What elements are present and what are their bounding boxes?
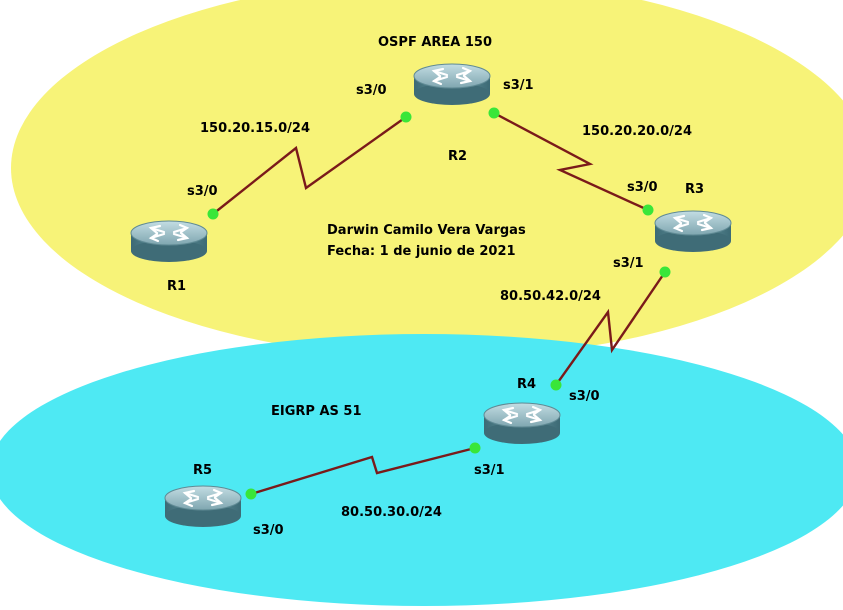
eigrp-area [0, 334, 843, 606]
author-name: Darwin Camilo Vera Vargas [327, 223, 526, 238]
router-r2[interactable] [412, 62, 492, 107]
interface-r4-s3-1: s3/1 [474, 463, 505, 478]
network-r1-r2: 150.20.15.0/24 [200, 121, 310, 136]
router-icon [129, 219, 209, 264]
port-r2-s3-0[interactable] [400, 111, 412, 123]
router-r4-label: R4 [517, 377, 536, 392]
ospf-area [11, 0, 843, 358]
ospf-area-region [11, 0, 843, 358]
router-r5-label: R5 [193, 463, 212, 478]
router-r1[interactable] [129, 219, 209, 264]
port-r4-s3-1[interactable] [469, 442, 481, 454]
interface-r1-s3-0: s3/0 [187, 184, 218, 199]
link-r4-r5[interactable] [250, 446, 476, 496]
router-icon [482, 401, 562, 446]
link-r3-r4[interactable] [555, 271, 666, 386]
router-r3-label: R3 [685, 182, 704, 197]
interface-r2-s3-0: s3/0 [356, 83, 387, 98]
port-r2-s3-1[interactable] [488, 107, 500, 119]
network-r4-r5: 80.50.30.0/24 [341, 505, 442, 520]
ospf-area-label: OSPF AREA 150 [378, 35, 492, 50]
router-r1-label: R1 [167, 279, 186, 294]
router-r5[interactable] [163, 484, 243, 529]
router-icon [412, 62, 492, 107]
interface-r3-s3-0: s3/0 [627, 180, 658, 195]
port-r3-s3-1[interactable] [659, 266, 671, 278]
eigrp-area-region [0, 334, 843, 606]
author-date: Fecha: 1 de junio de 2021 [327, 244, 516, 259]
link-r1-r2[interactable] [212, 116, 407, 215]
interface-r5-s3-0: s3/0 [253, 523, 284, 538]
port-r5-s3-0[interactable] [245, 488, 257, 500]
port-r3-s3-0[interactable] [642, 204, 654, 216]
router-r3[interactable] [653, 209, 733, 254]
link-r2-r3[interactable] [493, 111, 649, 212]
router-icon [163, 484, 243, 529]
network-r2-r3: 150.20.20.0/24 [582, 124, 692, 139]
interface-r3-s3-1: s3/1 [613, 256, 644, 271]
port-r4-s3-0[interactable] [550, 379, 562, 391]
router-icon [653, 209, 733, 254]
network-r3-r4: 80.50.42.0/24 [500, 289, 601, 304]
interface-r4-s3-0: s3/0 [569, 389, 600, 404]
port-r1-s3-0[interactable] [207, 208, 219, 220]
router-r2-label: R2 [448, 149, 467, 164]
eigrp-area-label: EIGRP AS 51 [271, 404, 362, 419]
interface-r2-s3-1: s3/1 [503, 78, 534, 93]
router-r4[interactable] [482, 401, 562, 446]
